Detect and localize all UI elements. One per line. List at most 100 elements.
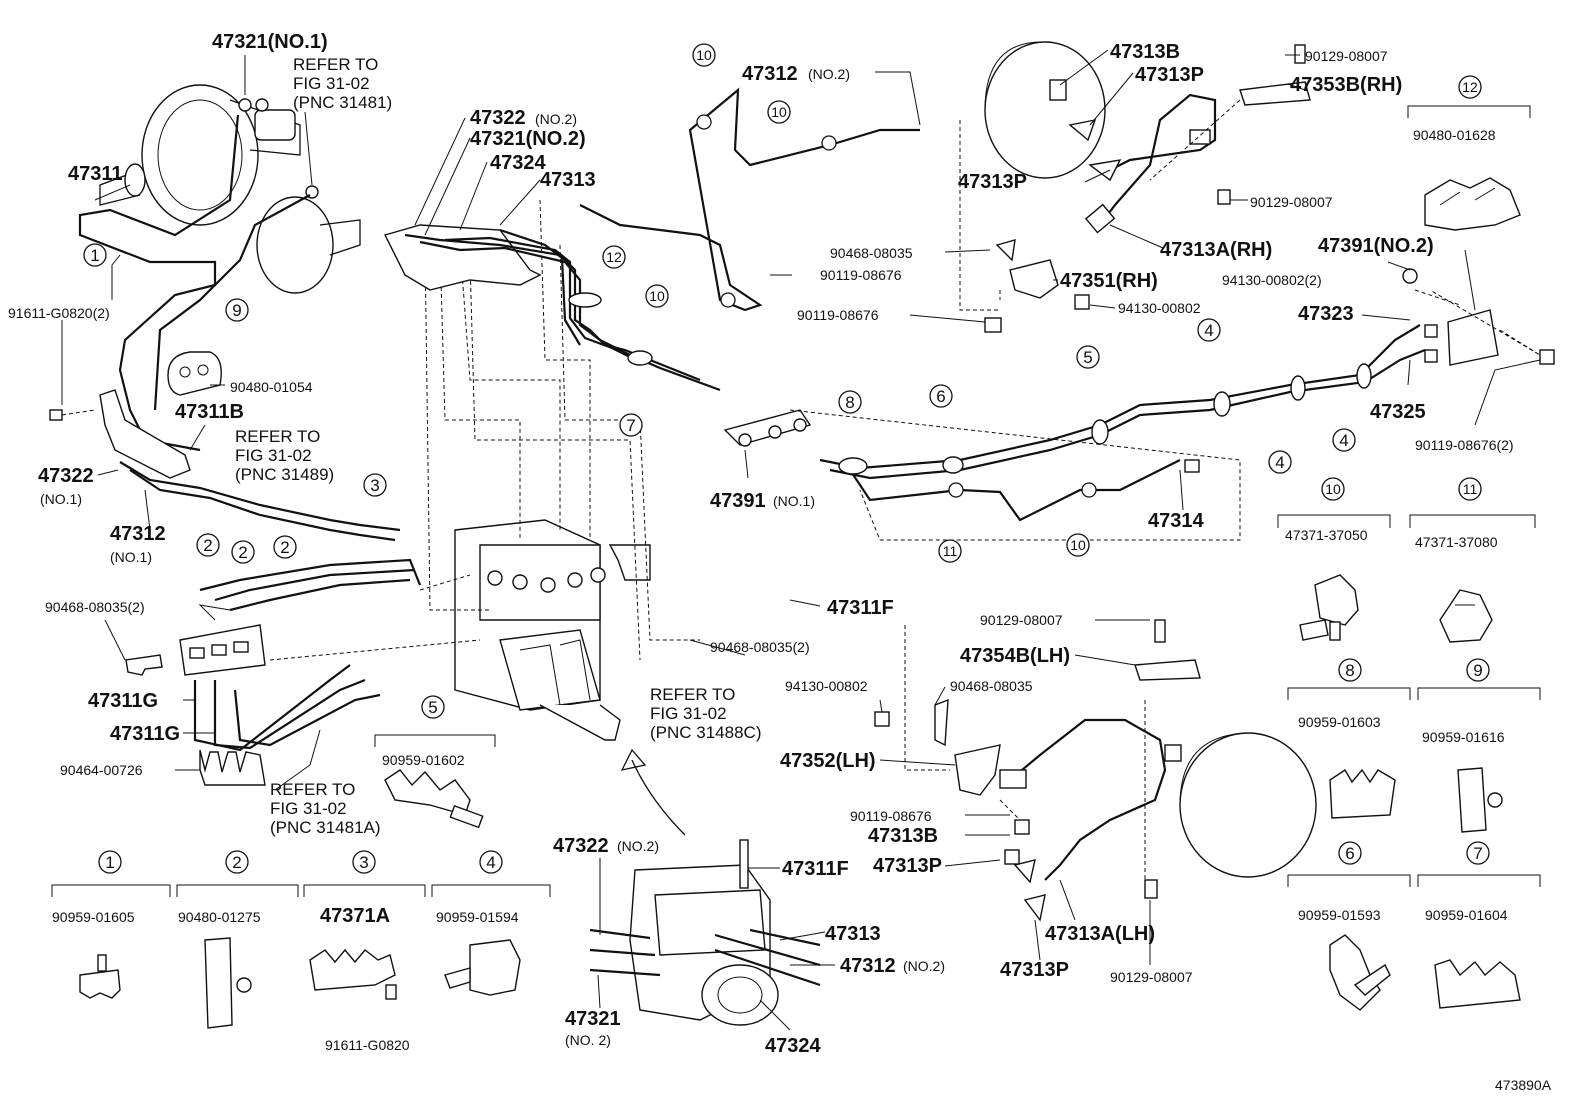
bolt-91611-icon <box>49 409 96 421</box>
rh-brake-drum-drawing <box>984 41 1106 179</box>
clip-90480-01054-icon <box>167 351 222 396</box>
label-90119-08676-c: 90119-08676 <box>850 808 932 824</box>
svg-text:8: 8 <box>845 393 854 412</box>
legend-labels: 90959-01605 90480-01275 47371A 91611-G08… <box>52 127 1508 1053</box>
label-94130-00802-b: 94130-00802 <box>785 678 868 694</box>
legend-brackets <box>51 105 1541 897</box>
label-47391-no1: 47391 <box>710 490 766 512</box>
label-47313b-rh: 47313B <box>1110 41 1180 63</box>
clip-2-icon <box>204 937 233 1029</box>
callout-6: 6 <box>929 384 953 408</box>
guide-lines <box>269 199 700 661</box>
label-refer-3b: FIG 31-02 <box>270 799 347 818</box>
bracket-47352-lh <box>954 744 1001 796</box>
label-refer-4: REFER TO <box>650 685 735 704</box>
clip-oval-10d <box>1081 482 1097 498</box>
brake-booster-drawing <box>99 84 361 294</box>
svg-text:10: 10 <box>649 288 665 304</box>
pipe-bundle-top-3 <box>444 236 641 363</box>
label-47323: 47323 <box>1298 303 1354 325</box>
clip-oval-4c <box>1356 363 1372 389</box>
label-90129-08007-d: 90129-08007 <box>1110 969 1193 985</box>
legend-clip-icons <box>79 177 1521 1029</box>
svg-text:7: 7 <box>626 416 635 435</box>
svg-text:7: 7 <box>1473 844 1482 863</box>
pipe-47311g-b <box>213 678 366 750</box>
label-47322-no2: 47322 <box>470 107 526 129</box>
label-90480-01054: 90480-01054 <box>230 379 313 395</box>
pipe-lower-left-c <box>229 578 411 612</box>
label-90119-08676-a: 90119-08676 <box>820 267 902 283</box>
svg-text:10: 10 <box>1325 481 1341 497</box>
label-refer-2b: FIG 31-02 <box>235 446 312 465</box>
abs-actuator-bottom-drawing <box>589 839 821 1026</box>
clip-oval-12 <box>568 292 602 308</box>
label-47311f-b: 47311F <box>782 858 849 880</box>
svg-text:12: 12 <box>606 249 622 265</box>
callout-2b: 2 <box>231 540 255 564</box>
label-90468-08035-2b: 90468-08035(2) <box>710 639 810 655</box>
label-47352-lh: 47352(LH) <box>780 750 876 772</box>
label-47311b: 47311B <box>175 401 244 423</box>
label-47314: 47314 <box>1148 510 1204 532</box>
bracket-47311b <box>99 389 191 479</box>
svg-text:9: 9 <box>1473 661 1482 680</box>
clip-oval-7 <box>627 350 653 366</box>
label-90468-08035-a: 90468-08035 <box>830 245 913 261</box>
svg-text:2: 2 <box>280 538 289 557</box>
callout-10-mid: 10 <box>767 100 791 124</box>
clip-4-icon <box>469 939 521 996</box>
label-94130-00802-2: 94130-00802(2) <box>1222 272 1322 288</box>
pipe-bundle-top-4 <box>499 228 581 346</box>
clip-1-icon <box>79 969 121 999</box>
svg-text:5: 5 <box>428 698 437 717</box>
label-47391-no2: 47391(NO.2) <box>1318 235 1434 257</box>
dash-lh <box>904 625 1146 880</box>
clip-8-icon <box>1329 768 1396 819</box>
callout-10-top: 10 <box>692 43 716 67</box>
callout-8: 8 <box>838 390 862 414</box>
label-90468-08035-2: 90468-08035(2) <box>45 599 145 615</box>
bracket-47354b-lh <box>1134 659 1201 681</box>
pipe-47311 <box>78 114 240 452</box>
callout-11-legend: 11 <box>1458 477 1482 501</box>
label-47322-no1: 47322 <box>38 465 94 487</box>
label-91611-g0820-2: 91611-G0820(2) <box>8 305 110 321</box>
label-47313p-rh2: 47313P <box>958 171 1027 193</box>
pipe-47322-no1 <box>119 461 401 532</box>
callout-9: 9 <box>225 298 249 322</box>
bracket-top-center <box>383 224 542 291</box>
label-47311g-b: 47311G <box>110 723 180 745</box>
callout-5: 5 <box>1076 345 1100 369</box>
pipe-main-rear-c <box>849 459 1181 522</box>
legend-2-part: 90480-01275 <box>178 909 261 925</box>
label-refer-2c: (PNC 31489) <box>235 465 334 484</box>
legend-4-part: 90959-01594 <box>436 909 519 925</box>
callout-4b: 4 <box>1268 450 1292 474</box>
bracket-47353b-rh <box>1239 81 1311 106</box>
label-47312-b: 47312 <box>840 955 896 977</box>
label-47322-b-sfx: (NO.2) <box>617 838 659 854</box>
label-refer-4b: FIG 31-02 <box>650 704 727 723</box>
callout-10-low: 10 <box>645 284 669 308</box>
clip-oval-8 <box>838 457 868 475</box>
callout-12-legend: 12 <box>1458 75 1482 99</box>
svg-text:1: 1 <box>90 246 99 265</box>
legend-8-part: 90959-01603 <box>1298 714 1381 730</box>
label-90119-08676-b: 90119-08676 <box>797 307 879 323</box>
diagram-id: 473890A <box>1495 1077 1552 1093</box>
label-47324: 47324 <box>490 152 546 174</box>
clip-oval-4b <box>1290 375 1306 401</box>
callout-9-legend: 9 <box>1466 658 1490 682</box>
label-47391-no1-sfx: (NO.1) <box>773 493 815 509</box>
callout-8-legend: 8 <box>1338 658 1362 682</box>
pipe-main-rear-a <box>819 324 1421 470</box>
legend-11-part: 47371-37080 <box>1415 534 1498 550</box>
fitting-47314 <box>1184 459 1200 473</box>
svg-text:6: 6 <box>1345 844 1354 863</box>
dash-rear-bracket <box>1414 289 1541 356</box>
callout-2c: 2 <box>273 535 297 559</box>
svg-text:2: 2 <box>203 536 212 555</box>
label-refer-2: REFER TO <box>235 427 320 446</box>
clip-3-icon <box>309 948 396 991</box>
